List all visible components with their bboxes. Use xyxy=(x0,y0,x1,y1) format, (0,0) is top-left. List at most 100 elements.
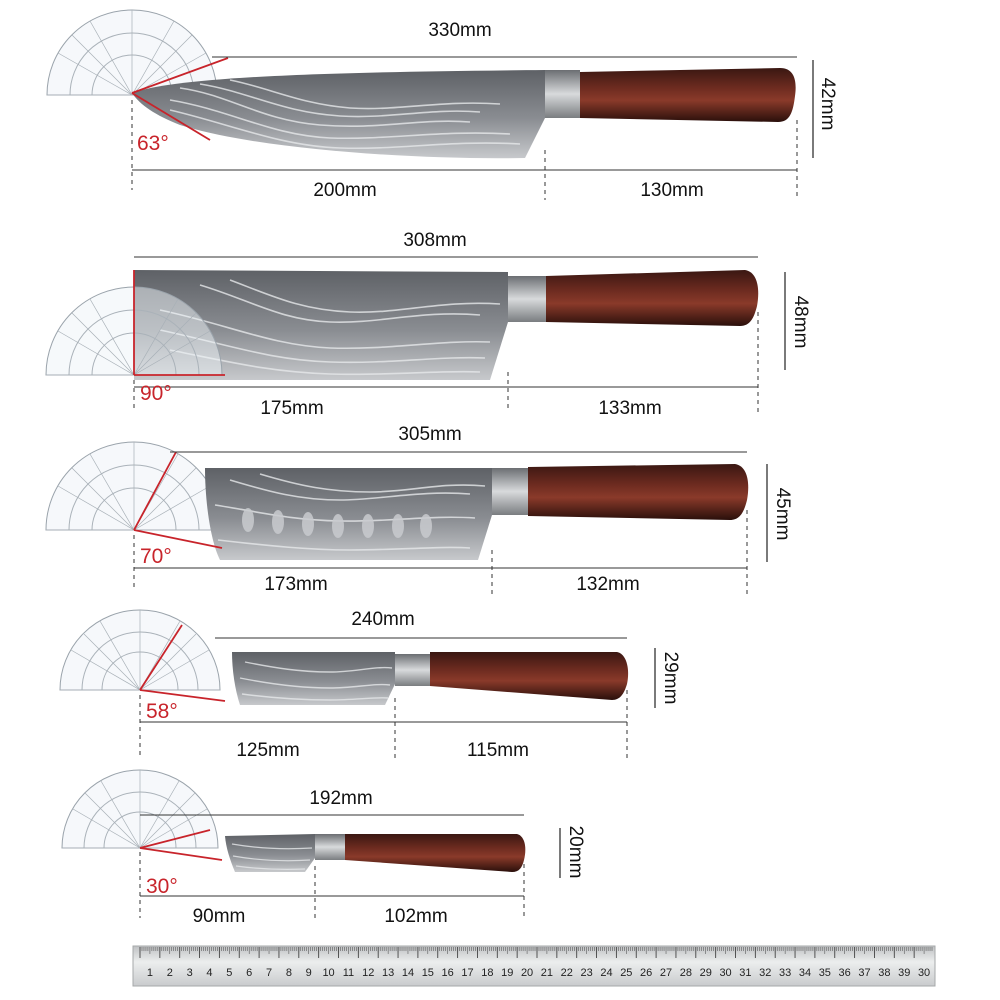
ruler-label: 5 xyxy=(226,967,232,979)
damascus-pattern xyxy=(169,79,521,150)
ruler-label: 16 xyxy=(442,967,454,979)
total-length-label: 308mm xyxy=(403,230,466,251)
ruler-label: 37 xyxy=(858,967,870,979)
knife-1-group: 330mm 200mm 130mm 42mm 63° xyxy=(46,9,838,201)
total-length-label: 192mm xyxy=(309,788,372,809)
total-length-label: 330mm xyxy=(428,20,491,41)
ruler-label: 32 xyxy=(759,967,771,979)
ruler-label: 33 xyxy=(779,967,791,979)
ruler-label: 19 xyxy=(501,967,513,979)
knife-blade xyxy=(132,70,545,159)
handle-length-label: 133mm xyxy=(598,398,661,419)
edge-angle-label: 70° xyxy=(140,545,172,568)
edge-line xyxy=(131,57,229,94)
ruler-label: 12 xyxy=(362,967,374,979)
knife-handle xyxy=(345,834,526,872)
edge-line xyxy=(139,847,223,861)
knife-4-group: 240mm 125mm 115mm 29mm 58° xyxy=(59,609,681,761)
total-length-label: 240mm xyxy=(351,609,414,630)
ruler-label: 13 xyxy=(382,967,394,979)
ruler-label: 26 xyxy=(640,967,652,979)
ruler-label: 6 xyxy=(246,967,252,979)
knife-2-group: 308mm 175mm 133mm 48mm 90° xyxy=(45,230,811,419)
ruler-label: 24 xyxy=(600,967,612,979)
ruler-label: 23 xyxy=(581,967,593,979)
protractor xyxy=(61,769,219,849)
blade-width-label: 20mm xyxy=(565,826,586,879)
knife-bolster xyxy=(508,276,546,322)
ruler-label: 14 xyxy=(402,967,414,979)
edge-angle-label: 90° xyxy=(140,382,172,405)
ruler-label: 22 xyxy=(561,967,573,979)
ruler-label: 4 xyxy=(206,967,212,979)
ruler-label: 39 xyxy=(898,967,910,979)
knife-bolster xyxy=(492,468,528,515)
ruler-label: 7 xyxy=(266,967,272,979)
ruler-label: 9 xyxy=(306,967,312,979)
blade-length-label: 90mm xyxy=(193,906,246,927)
knife-blade xyxy=(134,270,508,380)
knife-bolster xyxy=(315,834,345,860)
ruler-label: 17 xyxy=(461,967,473,979)
ruler-label: 1 xyxy=(147,967,153,979)
handle-length-label: 132mm xyxy=(576,574,639,595)
edge-line xyxy=(139,689,226,702)
blade-width-label: 45mm xyxy=(772,488,793,541)
ruler-label: 8 xyxy=(286,967,292,979)
knife-handle xyxy=(430,652,629,700)
blade-length-label: 125mm xyxy=(236,740,299,761)
blade-width-label: 29mm xyxy=(660,652,681,705)
edge-angle-label: 63° xyxy=(137,132,169,155)
ruler-label: 29 xyxy=(700,967,712,979)
knife-handle xyxy=(580,68,796,122)
handle-length-label: 115mm xyxy=(467,740,529,761)
blade-width-label: 48mm xyxy=(790,296,811,349)
damascus-pattern xyxy=(239,661,393,701)
ruler-label: 28 xyxy=(680,967,692,979)
ruler-label: 38 xyxy=(878,967,890,979)
ruler-label: 27 xyxy=(660,967,672,979)
granton-dimples xyxy=(242,508,432,538)
total-length-label: 305mm xyxy=(398,424,461,445)
knife-handle xyxy=(546,270,759,326)
edge-line xyxy=(139,829,211,849)
blade-length-label: 173mm xyxy=(264,574,327,595)
ruler-label: 21 xyxy=(541,967,553,979)
ruler-label: 34 xyxy=(799,967,811,979)
protractor xyxy=(59,609,221,691)
ruler-label: 35 xyxy=(819,967,831,979)
ruler-label: 11 xyxy=(343,967,354,979)
knife-bolster xyxy=(545,70,580,118)
ruler-label: 3 xyxy=(187,967,193,979)
ruler-label: 20 xyxy=(521,967,533,979)
edge-line xyxy=(133,529,223,549)
protractor xyxy=(45,441,223,531)
handle-length-label: 130mm xyxy=(640,180,703,201)
knife-3-group: 305mm 173mm 132mm 45mm 70° xyxy=(45,424,793,598)
blade-width-label: 42mm xyxy=(817,78,838,131)
ruler-label: 30 xyxy=(918,967,930,979)
edge-angle-label: 30° xyxy=(146,875,178,898)
edge-line xyxy=(133,451,177,531)
ruler-label: 36 xyxy=(839,967,851,979)
protractor xyxy=(46,9,218,96)
edge-angle-label: 58° xyxy=(146,700,178,723)
edge-line xyxy=(139,624,183,691)
knife-blade xyxy=(232,652,395,705)
edge-line xyxy=(131,92,211,141)
ruler-label: 25 xyxy=(620,967,632,979)
ruler-label: 15 xyxy=(422,967,434,979)
ruler-label: 30 xyxy=(719,967,731,979)
blade-length-label: 200mm xyxy=(313,180,376,201)
ruler-label: 10 xyxy=(322,967,334,979)
ruler-label: 2 xyxy=(167,967,173,979)
handle-length-label: 102mm xyxy=(384,906,447,927)
knife-5-group: 192mm 90mm 102mm 20mm 30° xyxy=(61,769,586,927)
ruler-label: 31 xyxy=(739,967,751,979)
damascus-pattern xyxy=(231,843,313,870)
blade-length-label: 175mm xyxy=(260,398,323,419)
ruler-label: 18 xyxy=(481,967,493,979)
